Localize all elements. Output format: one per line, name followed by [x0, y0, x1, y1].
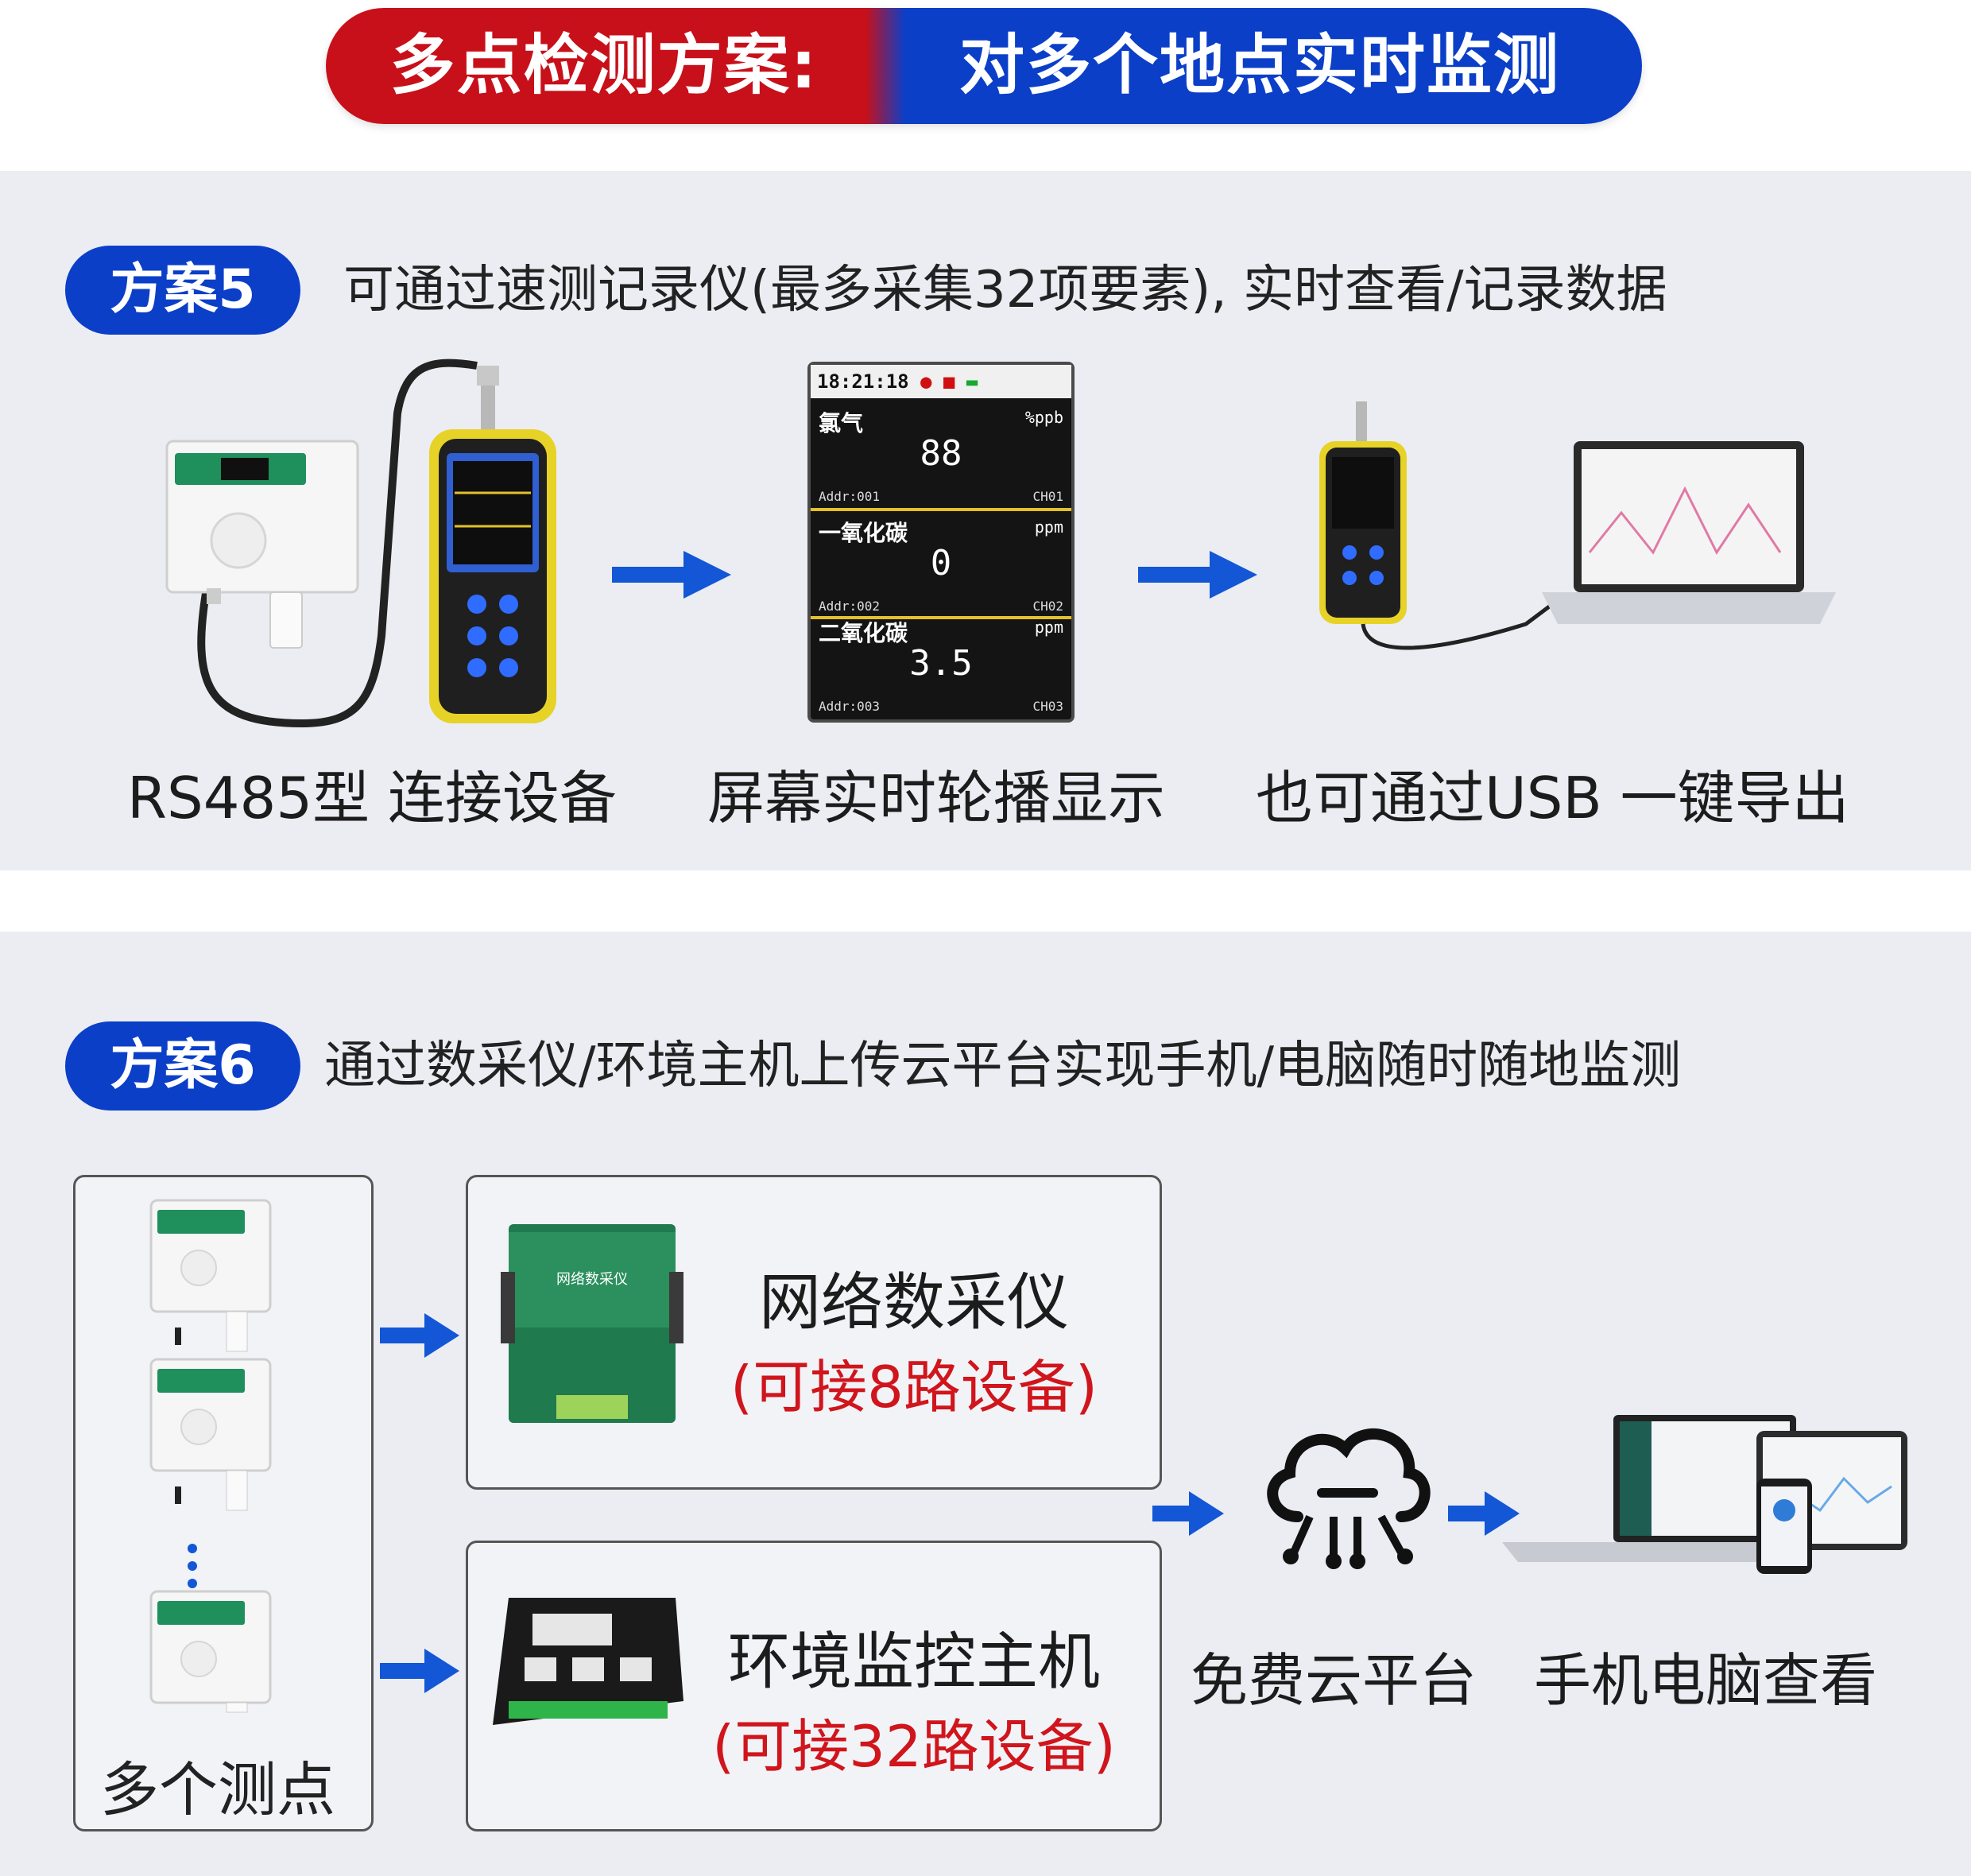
arrow-right-icon [380, 1649, 459, 1693]
gas-channel: CH03 [1032, 699, 1063, 714]
cloud-icon [1267, 1428, 1431, 1569]
plan6-description: 通过数采仪/环境主机上传云平台实现手机/电脑随时随地监测 [324, 1037, 1682, 1095]
plan5-caption-display: 屏幕实时轮播显示 [707, 765, 1166, 831]
gas-unit: %ppb [1024, 408, 1063, 427]
env-host-capacity: (可接32路设备) [712, 1713, 1116, 1780]
screen-divider [811, 616, 1071, 619]
record-icon: ● ■ [920, 370, 955, 393]
plan6-badge: 方案6 [65, 1021, 300, 1110]
view-devices-label: 手机电脑查看 [1534, 1647, 1878, 1714]
collector-title: 网络数采仪 [758, 1267, 1069, 1339]
sensor-with-handheld-illustration [165, 359, 556, 728]
gas-unit: ppm [1034, 517, 1063, 537]
battery-icon: ▬ [966, 370, 978, 393]
gas-name: 一氧化碳 [819, 520, 908, 546]
gas-name: 氯气 [819, 410, 864, 436]
gas-value: 0 [930, 543, 952, 583]
cloud-platform-label: 免费云平台 [1191, 1647, 1477, 1714]
gas-value: 3.5 [909, 643, 973, 684]
plan5-badge: 方案5 [65, 246, 300, 335]
handheld-usb-laptop-illustration [1319, 401, 1836, 650]
header-right-title: 对多个地点实时监测 [958, 28, 1560, 103]
gas-name: 二氧化碳 [819, 620, 908, 646]
gas-channel: CH01 [1032, 489, 1063, 504]
arrow-right-icon [1138, 551, 1257, 599]
gas-value: 88 [920, 433, 962, 474]
plan5-caption-export: 也可通过USB 一键导出 [1256, 765, 1849, 831]
data-collector-illustration: 网络数采仪 [501, 1224, 683, 1423]
arrow-right-icon [612, 551, 731, 599]
gas-addr: Addr:001 [819, 489, 881, 504]
devices-illustration [1502, 1415, 1907, 1574]
arrow-right-icon [1448, 1491, 1520, 1536]
plan5-caption-connect: RS485型 连接设备 [127, 765, 618, 831]
collector-capacity: (可接8路设备) [730, 1354, 1098, 1421]
env-host-title: 环境监控主机 [727, 1626, 1100, 1698]
header-left-title: 多点检测方案: [389, 28, 819, 103]
collector-device-label: 网络数采仪 [556, 1271, 628, 1288]
screen-row-2: 一氧化碳 ppm 0 Addr:002 CH02 [811, 511, 1071, 617]
screen-row-3: 二氧化碳 ppm 3.5 Addr:003 CH03 [811, 611, 1071, 717]
screen-divider [811, 508, 1071, 511]
measuring-points-label: 多个测点 [100, 1756, 335, 1824]
screen-status-bar: 18:21:18 ● ■ ▬ [811, 365, 1071, 398]
sensor-stack-illustration [149, 1199, 272, 1713]
gas-addr: Addr:002 [819, 599, 881, 614]
logger-screen: 18:21:18 ● ■ ▬ 氯气 %ppb 88 Addr:001 CH01 … [807, 362, 1075, 723]
gas-channel: CH02 [1032, 599, 1063, 614]
screen-row-1: 氯气 %ppb 88 Addr:001 CH01 [811, 401, 1071, 507]
gas-unit: ppm [1034, 618, 1063, 637]
gas-addr: Addr:003 [819, 699, 881, 714]
arrow-right-icon [1152, 1491, 1224, 1536]
arrow-right-icon [380, 1313, 459, 1358]
screen-time: 18:21:18 [817, 370, 909, 393]
plan5-description: 可通过速测记录仪(最多采集32项要素), 实时查看/记录数据 [343, 261, 1667, 320]
env-host-illustration [493, 1598, 683, 1725]
header-banner: 多点检测方案: 对多个地点实时监测 [326, 8, 1642, 124]
